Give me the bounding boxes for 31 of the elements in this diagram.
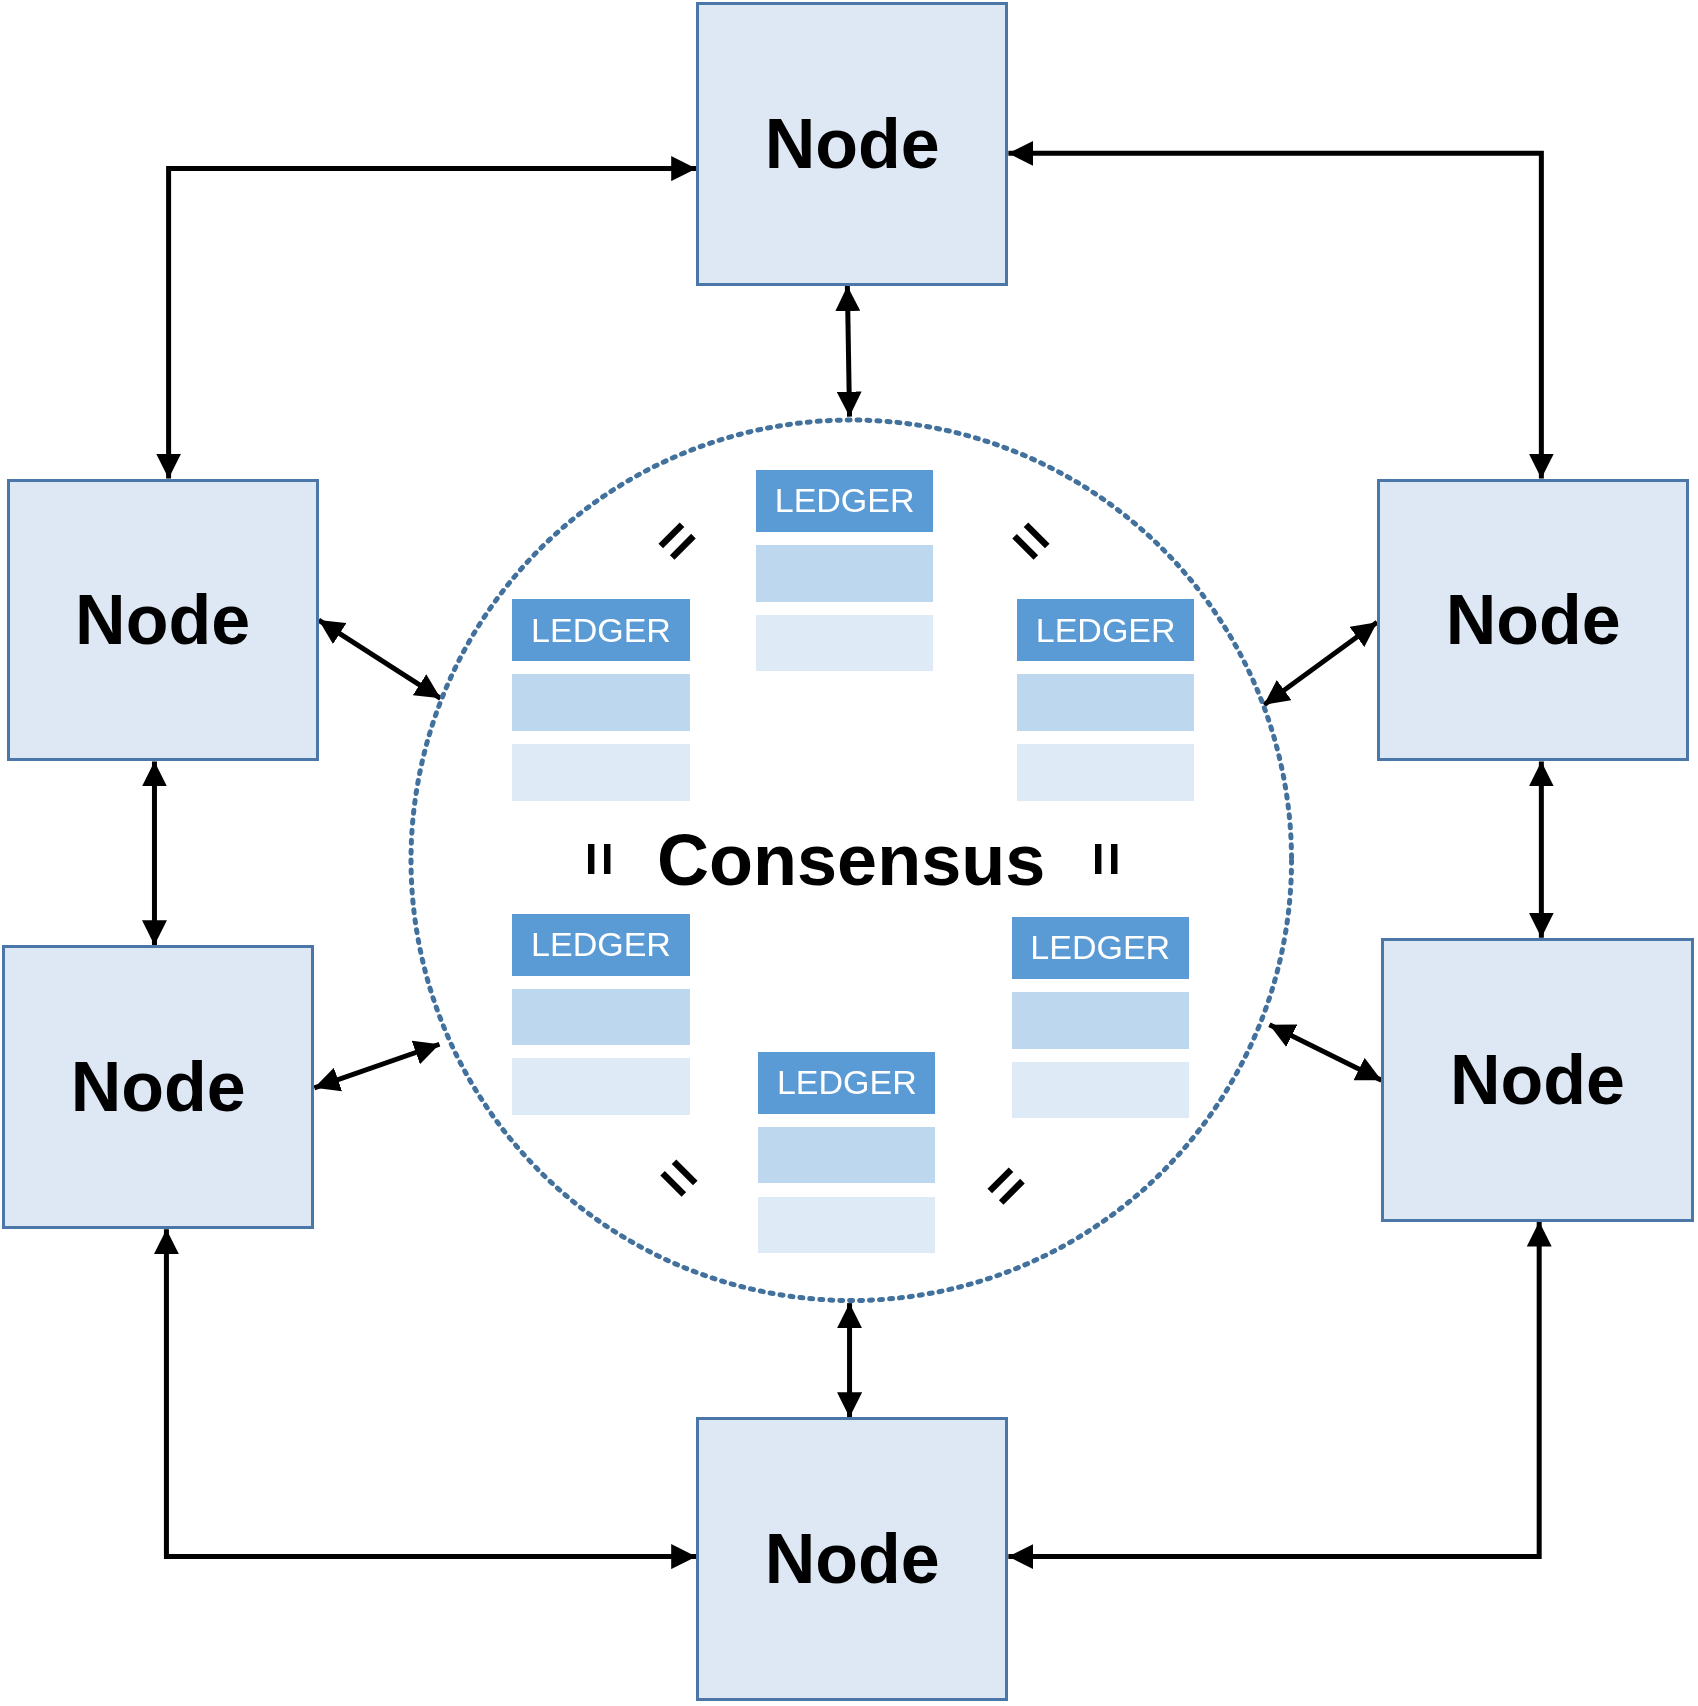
arrow xyxy=(317,617,442,701)
ledger-header: LEDGER xyxy=(512,913,690,976)
arrow xyxy=(1008,140,1554,479)
node-box: Node xyxy=(2,945,315,1230)
node-box: Node xyxy=(1381,937,1694,1222)
equals-sign: = xyxy=(972,1152,1040,1220)
ledger-header: LEDGER xyxy=(1017,599,1195,662)
ledger-header: LEDGER xyxy=(1011,916,1189,979)
arrow xyxy=(153,1229,697,1570)
node-box: Node xyxy=(696,2,1009,287)
node-box: Node xyxy=(696,1417,1009,1702)
ledger-header: LEDGER xyxy=(512,599,690,662)
equals-sign: = xyxy=(570,841,631,877)
equals-sign: = xyxy=(642,507,711,575)
arrow xyxy=(837,1303,863,1418)
consensus-label: Consensus xyxy=(657,818,1046,901)
arrow xyxy=(1268,1022,1383,1083)
arrow xyxy=(1528,761,1554,938)
arrow xyxy=(141,761,167,946)
equals-sign: = xyxy=(645,1144,713,1212)
ledger-header: LEDGER xyxy=(756,469,934,532)
equals-sign: = xyxy=(1077,841,1138,877)
arrow xyxy=(156,156,697,479)
ledger-header: LEDGER xyxy=(758,1051,936,1114)
arrow xyxy=(835,286,862,417)
arrow xyxy=(1262,620,1379,707)
node-box: Node xyxy=(1377,478,1690,762)
node-box: Node xyxy=(6,478,319,762)
arrow xyxy=(313,1040,441,1092)
equals-sign: = xyxy=(997,507,1065,575)
arrow xyxy=(1008,1221,1552,1570)
